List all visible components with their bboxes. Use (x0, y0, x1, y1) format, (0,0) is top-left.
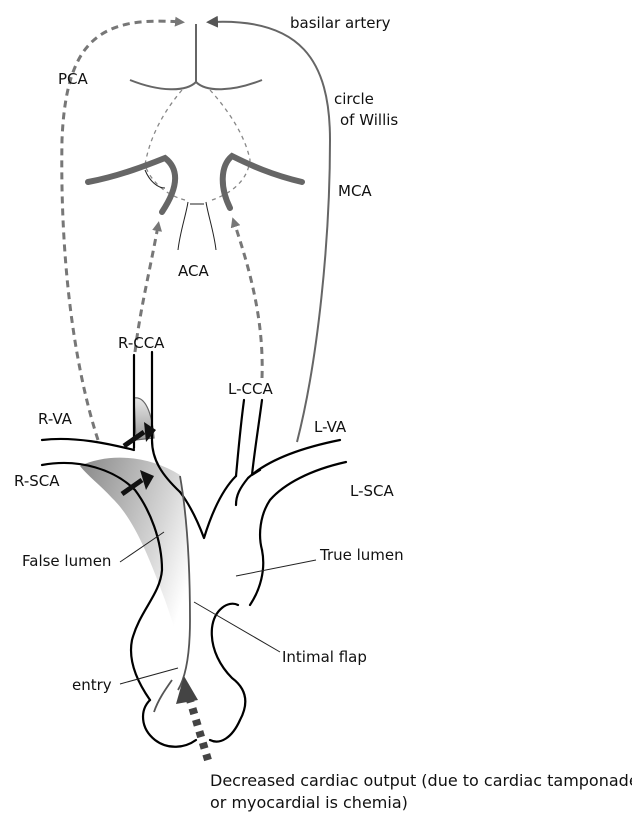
label-r-cca: R-CCA (118, 334, 165, 352)
mca-right (223, 156, 302, 208)
r-va-r-sca-upper (42, 439, 134, 450)
l-cca-flow-dashed (234, 222, 262, 378)
label-circle-of-willis-2: of Willis (340, 111, 398, 129)
circle-of-willis (88, 24, 302, 250)
flow-paths (62, 21, 330, 442)
pca-branch-left (130, 80, 196, 89)
cardiac-output-arrow (190, 700, 208, 760)
cardiac-output-arrow-head (176, 676, 198, 704)
aortic-root-right-loop (210, 604, 245, 742)
l-cca-wall-right (252, 400, 262, 475)
leader-true-lumen (236, 560, 316, 576)
label-circle-of-willis-1: circle (334, 90, 374, 108)
label-aca: ACA (178, 262, 209, 280)
aca-left (178, 202, 188, 250)
labels: basilar artery PCA circle of Willis MCA … (14, 14, 632, 812)
mca-left (88, 158, 175, 212)
leader-intimal-flap (194, 602, 280, 652)
label-mca: MCA (338, 182, 372, 200)
label-false-lumen: False lumen (22, 552, 111, 570)
aortic-root-left-loop (143, 700, 196, 747)
label-intimal-flap: Intimal flap (282, 648, 367, 666)
leader-entry (120, 668, 178, 684)
pca-branch-right (196, 80, 262, 89)
l-va-to-basilar (212, 22, 330, 442)
label-true-lumen: True lumen (319, 546, 404, 564)
l-sca-lower (260, 462, 346, 550)
willis-circle-dotted-right (210, 90, 250, 200)
label-l-va: L-VA (314, 418, 347, 436)
label-entry: entry (72, 676, 112, 694)
label-pca: PCA (58, 70, 89, 88)
label-l-sca: L-SCA (350, 482, 395, 500)
label-l-cca: L-CCA (228, 380, 273, 398)
entry-flap-left (154, 680, 172, 712)
label-r-sca: R-SCA (14, 472, 60, 490)
caption-line-2: or myocardial is chemia) (210, 793, 408, 812)
label-r-va: R-VA (38, 410, 73, 428)
pcomm-left (145, 170, 165, 188)
l-cca-wall-left (236, 400, 244, 476)
ascending-aorta-right-wall (250, 550, 263, 605)
willis-circle-dotted-left (145, 90, 185, 200)
aca-right (206, 202, 216, 250)
caption-line-1: Decreased cardiac output (due to cardiac… (210, 771, 632, 790)
label-basilar-artery: basilar artery (290, 14, 391, 32)
arch-inner-wall-bca (180, 476, 236, 538)
